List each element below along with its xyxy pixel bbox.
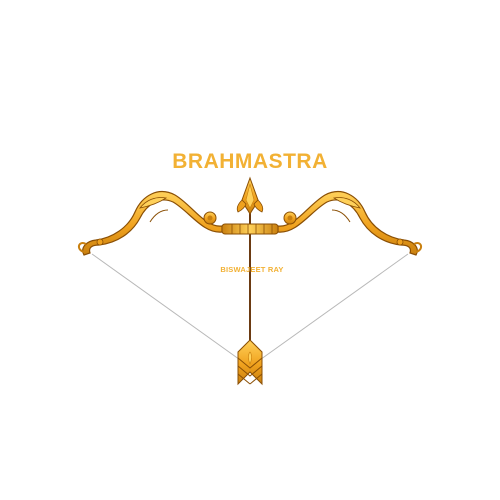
logo-title: BRAHMASTRA [172,150,328,173]
bow-icon [78,191,422,256]
bow-string [91,253,409,363]
arrow-fletching-icon [237,339,263,386]
arrowhead-icon [236,176,264,216]
logo-subtitle: BISWAJEET RAY [220,265,284,274]
